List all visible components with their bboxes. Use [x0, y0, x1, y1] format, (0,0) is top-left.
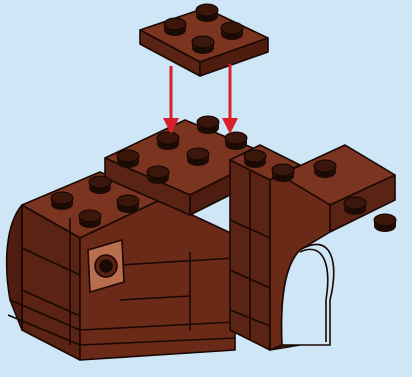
- technic-hole-inner: [100, 260, 112, 272]
- left-curve-face: [7, 205, 22, 330]
- placement-arrow-right: [222, 64, 238, 134]
